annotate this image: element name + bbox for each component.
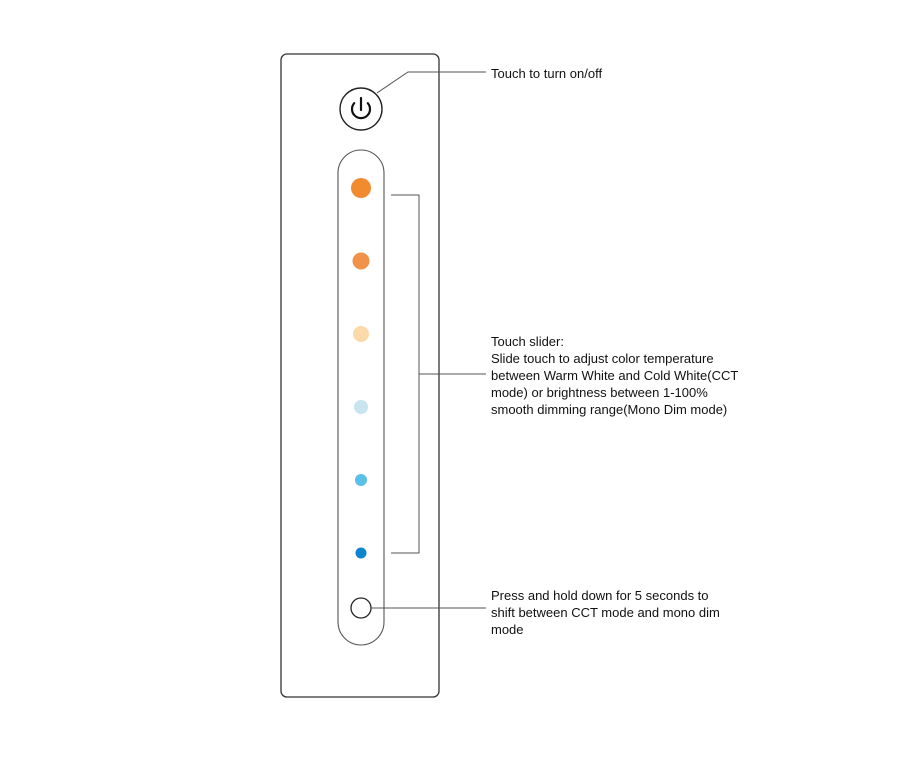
mode-label-line: shift between CCT mode and mono dim — [491, 605, 720, 620]
mode-label-line: Press and hold down for 5 seconds to — [491, 588, 709, 603]
mode-label: Press and hold down for 5 seconds to shi… — [491, 587, 720, 638]
slider-dots — [351, 178, 371, 559]
slider-track[interactable] — [337, 149, 385, 646]
power-label: Touch to turn on/off — [491, 65, 602, 82]
slider-label-line: Slide touch to adjust color temperature — [491, 351, 714, 366]
slider-label-line: mode) or brightness between 1-100% — [491, 385, 708, 400]
slider-dot — [351, 178, 371, 198]
slider-label: Touch slider: Slide touch to adjust colo… — [491, 333, 738, 418]
slider-label-title: Touch slider: — [491, 334, 564, 349]
mode-label-line: mode — [491, 622, 524, 637]
slider-dot — [354, 400, 368, 414]
power-leader-line — [376, 71, 486, 94]
power-button[interactable] — [339, 87, 383, 131]
slider-label-line: between Warm White and Cold White(CCT — [491, 368, 739, 383]
slider-dot — [353, 326, 369, 342]
slider-dot — [352, 252, 370, 270]
power-icon — [350, 96, 372, 120]
slider-label-line: smooth dimming range(Mono Dim mode) — [491, 402, 728, 417]
slider-dot — [355, 547, 367, 559]
mode-button[interactable] — [350, 597, 372, 619]
slider-dot — [355, 474, 367, 486]
power-label-text: Touch to turn on/off — [491, 66, 603, 81]
